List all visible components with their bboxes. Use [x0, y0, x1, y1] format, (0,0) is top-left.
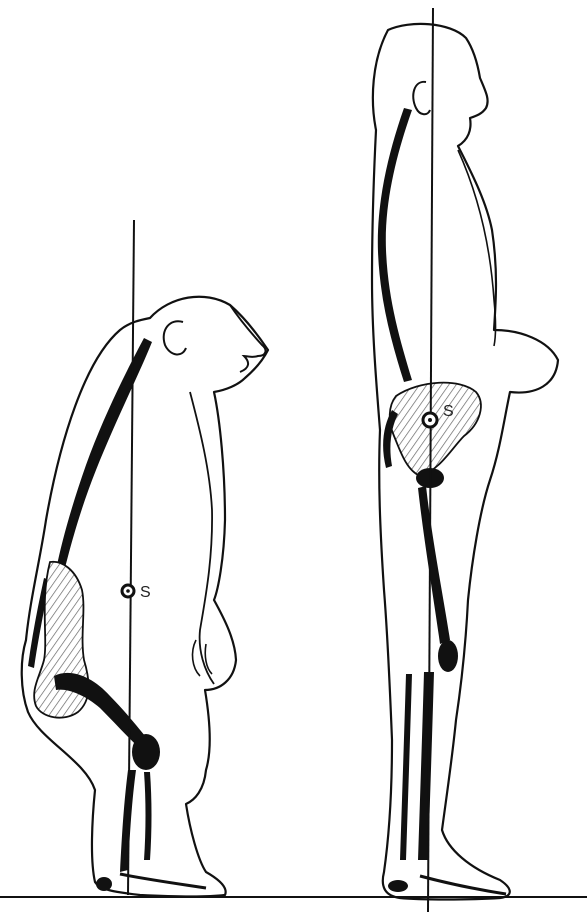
left-figure-arm	[190, 392, 214, 684]
right-figure-knee	[438, 640, 458, 672]
right-figure-pelvis	[390, 383, 481, 476]
left-figure-fibula	[144, 772, 152, 860]
right-figure-human: S	[372, 8, 558, 912]
right-figure-body-outline	[372, 24, 558, 900]
left-figure-ear	[164, 321, 186, 354]
left-figure-chimpanzee: S	[22, 220, 268, 897]
right-figure-com-dot	[428, 418, 432, 422]
right-figure-arm	[458, 150, 496, 346]
right-figure-femur	[418, 486, 450, 644]
right-figure-heel	[388, 880, 408, 892]
right-figure-spine	[378, 108, 412, 382]
right-figure-com-label: S	[443, 403, 454, 420]
left-figure-com-label: S	[140, 584, 151, 601]
right-figure-ear	[413, 82, 430, 114]
left-figure-com-dot	[126, 589, 130, 593]
left-figure-knee	[132, 734, 160, 770]
left-figure-heel	[96, 877, 112, 891]
left-figure-foot	[120, 874, 206, 888]
right-figure-tibia	[418, 672, 434, 860]
right-figure-fibula	[400, 674, 412, 860]
right-figure-foot	[420, 876, 506, 894]
left-figure-spine	[56, 338, 152, 572]
